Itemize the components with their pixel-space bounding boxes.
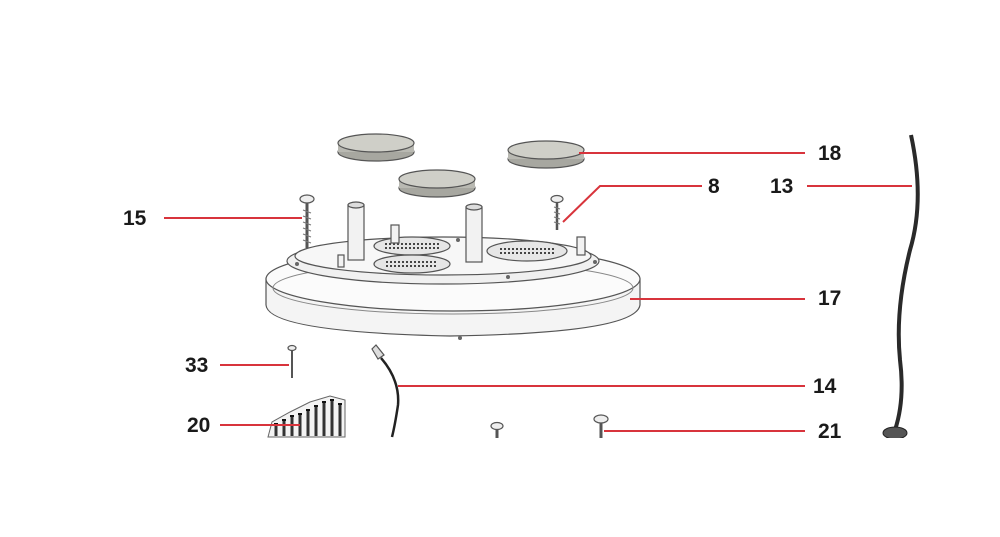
ground-wire [371,344,400,438]
base-housing [265,201,641,340]
screw-long [299,194,315,248]
magnet-disc-center [398,169,476,198]
callout-17: 17 [818,287,841,310]
magnet-disc-left [337,133,415,162]
callout-8: 8 [708,175,720,198]
terminal-block [267,395,346,438]
leader-lines [164,152,912,432]
callout-13: 13 [770,175,793,198]
leader-8 [562,185,702,223]
magnet-disc-right [507,140,585,169]
screw-small [550,194,564,230]
callout-14: 14 [813,375,837,398]
callout-15: 15 [123,207,147,230]
callout-18: 18 [818,142,842,165]
callout-20: 20 [187,414,210,437]
pin-screw [287,344,297,378]
callout-21: 21 [818,420,842,443]
power-cord [882,134,920,440]
crop-mask [0,438,1000,537]
callout-33: 33 [185,354,208,377]
magnet-disc-group [337,133,585,198]
screw-pair [490,414,609,438]
callout-numbers: 18 8 13 15 17 33 14 20 21 [123,142,842,443]
